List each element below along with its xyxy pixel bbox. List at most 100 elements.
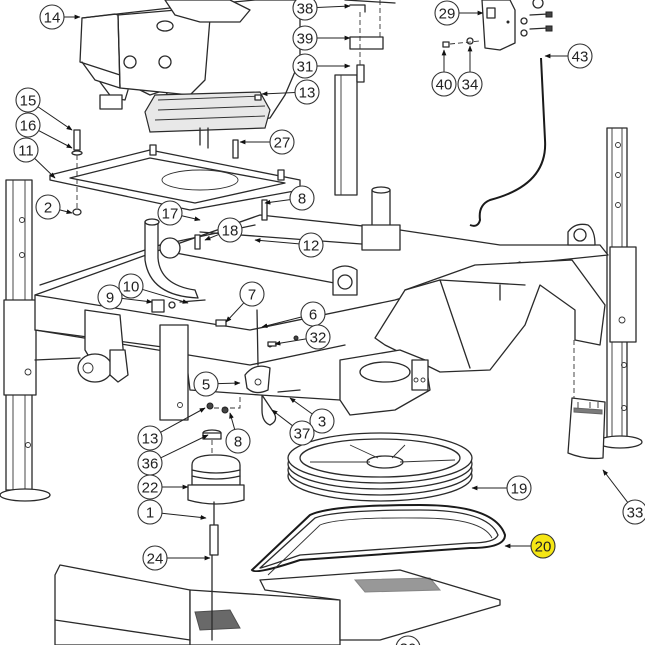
callout-circle	[289, 420, 315, 446]
fuel-line	[469, 57, 547, 227]
callout-label: 10	[123, 279, 140, 296]
callout-10[interactable]: 10	[118, 273, 189, 304]
callout-label: 1	[146, 505, 154, 522]
callout-34[interactable]: 34	[457, 45, 483, 97]
warning-decal	[567, 340, 606, 460]
callout-31[interactable]: 31	[292, 53, 351, 79]
callout-3[interactable]: 3	[289, 397, 335, 434]
callout-circle	[137, 474, 163, 500]
callout-circle	[142, 545, 168, 571]
driven-pulley	[287, 432, 473, 502]
callout-circle	[269, 129, 295, 155]
callout-20[interactable]: 20	[504, 533, 556, 559]
callout-33[interactable]: 33	[602, 469, 645, 525]
callout-27[interactable]: 27	[239, 129, 295, 155]
callout-circle	[309, 408, 335, 434]
callout-circle	[305, 324, 331, 350]
callout-circle	[137, 499, 163, 525]
callout-8[interactable]: 8	[264, 185, 315, 211]
callout-label: 6	[309, 307, 317, 324]
leader-line	[602, 469, 629, 503]
callout-38[interactable]: 38	[292, 0, 351, 21]
callout-label: 13	[142, 431, 159, 448]
callout-circle	[35, 194, 61, 220]
callout-label: 33	[627, 505, 644, 522]
leader-line	[37, 106, 73, 131]
handle-hardware	[344, 0, 396, 83]
callout-circle	[622, 499, 645, 525]
callout-circle	[118, 273, 144, 299]
leader-line	[160, 434, 209, 459]
callout-13[interactable]: 13	[261, 79, 320, 105]
callout-30[interactable]: 30	[395, 635, 421, 645]
callout-13[interactable]: 13	[137, 407, 206, 451]
callout-label: 9	[106, 290, 114, 307]
callout-circle	[13, 137, 39, 163]
callout-17[interactable]: 17	[157, 200, 201, 226]
callout-label: 16	[20, 118, 37, 135]
callout-1[interactable]: 1	[137, 499, 207, 525]
callout-circle	[292, 25, 318, 51]
callout-32[interactable]: 32	[274, 324, 331, 350]
belt-guard	[54, 554, 501, 645]
callout-5[interactable]: 5	[193, 371, 241, 397]
leader-line	[217, 380, 241, 386]
callout-12[interactable]: 12	[254, 232, 324, 258]
leader-line	[289, 397, 313, 415]
callout-circle	[292, 0, 318, 21]
callout-22[interactable]: 22	[137, 474, 189, 500]
callout-39[interactable]: 39	[292, 25, 351, 51]
callout-label: 24	[147, 551, 164, 568]
callout-8[interactable]: 8	[225, 412, 251, 454]
callout-40[interactable]: 40	[431, 49, 457, 97]
callout-circle	[431, 71, 457, 97]
leader-line	[261, 316, 302, 328]
callout-9[interactable]: 9	[97, 284, 153, 310]
callout-circle	[289, 185, 315, 211]
leader-line	[225, 302, 245, 323]
callout-circle	[97, 284, 123, 310]
callout-11[interactable]: 11	[13, 137, 56, 179]
callout-label: 3	[318, 414, 326, 431]
callout-circle	[239, 281, 265, 307]
callout-7[interactable]: 7	[225, 281, 265, 323]
callout-circle	[395, 635, 421, 645]
callout-circle	[567, 43, 593, 69]
callout-16[interactable]: 16	[15, 112, 73, 149]
callout-circle	[294, 79, 320, 105]
callout-label: 30	[400, 641, 417, 645]
leader-line	[34, 157, 56, 179]
callout-label: 27	[274, 135, 291, 152]
callout-36[interactable]: 36	[137, 434, 209, 476]
callout-2[interactable]: 2	[35, 194, 73, 220]
fuel-pipe	[144, 218, 199, 299]
hardware	[71, 94, 299, 347]
callout-circle	[15, 112, 41, 138]
callout-43[interactable]: 43	[544, 43, 593, 69]
callout-circle	[292, 53, 318, 79]
callout-19[interactable]: 19	[471, 475, 532, 501]
callout-label: 2	[44, 200, 52, 217]
callout-label: 37	[294, 426, 311, 443]
callout-circle	[457, 71, 483, 97]
callout-circle	[15, 87, 41, 113]
callout-29[interactable]: 29	[434, 0, 484, 26]
callout-14[interactable]: 14	[39, 4, 81, 30]
gear-housing	[339, 349, 431, 416]
callout-18[interactable]: 18	[204, 217, 243, 243]
callout-circle	[298, 232, 324, 258]
leader-line	[59, 209, 73, 215]
leader-line	[261, 91, 296, 97]
callout-37[interactable]: 37	[271, 409, 315, 446]
callout-circle	[217, 217, 243, 243]
leader-line	[229, 412, 236, 430]
callout-label: 38	[297, 1, 314, 18]
callout-label: 32	[310, 330, 327, 347]
callout-24[interactable]: 24	[142, 545, 211, 571]
callout-circle	[137, 425, 163, 451]
engine	[79, 0, 301, 149]
callout-15[interactable]: 15	[15, 87, 73, 131]
callout-label: 40	[436, 77, 453, 94]
